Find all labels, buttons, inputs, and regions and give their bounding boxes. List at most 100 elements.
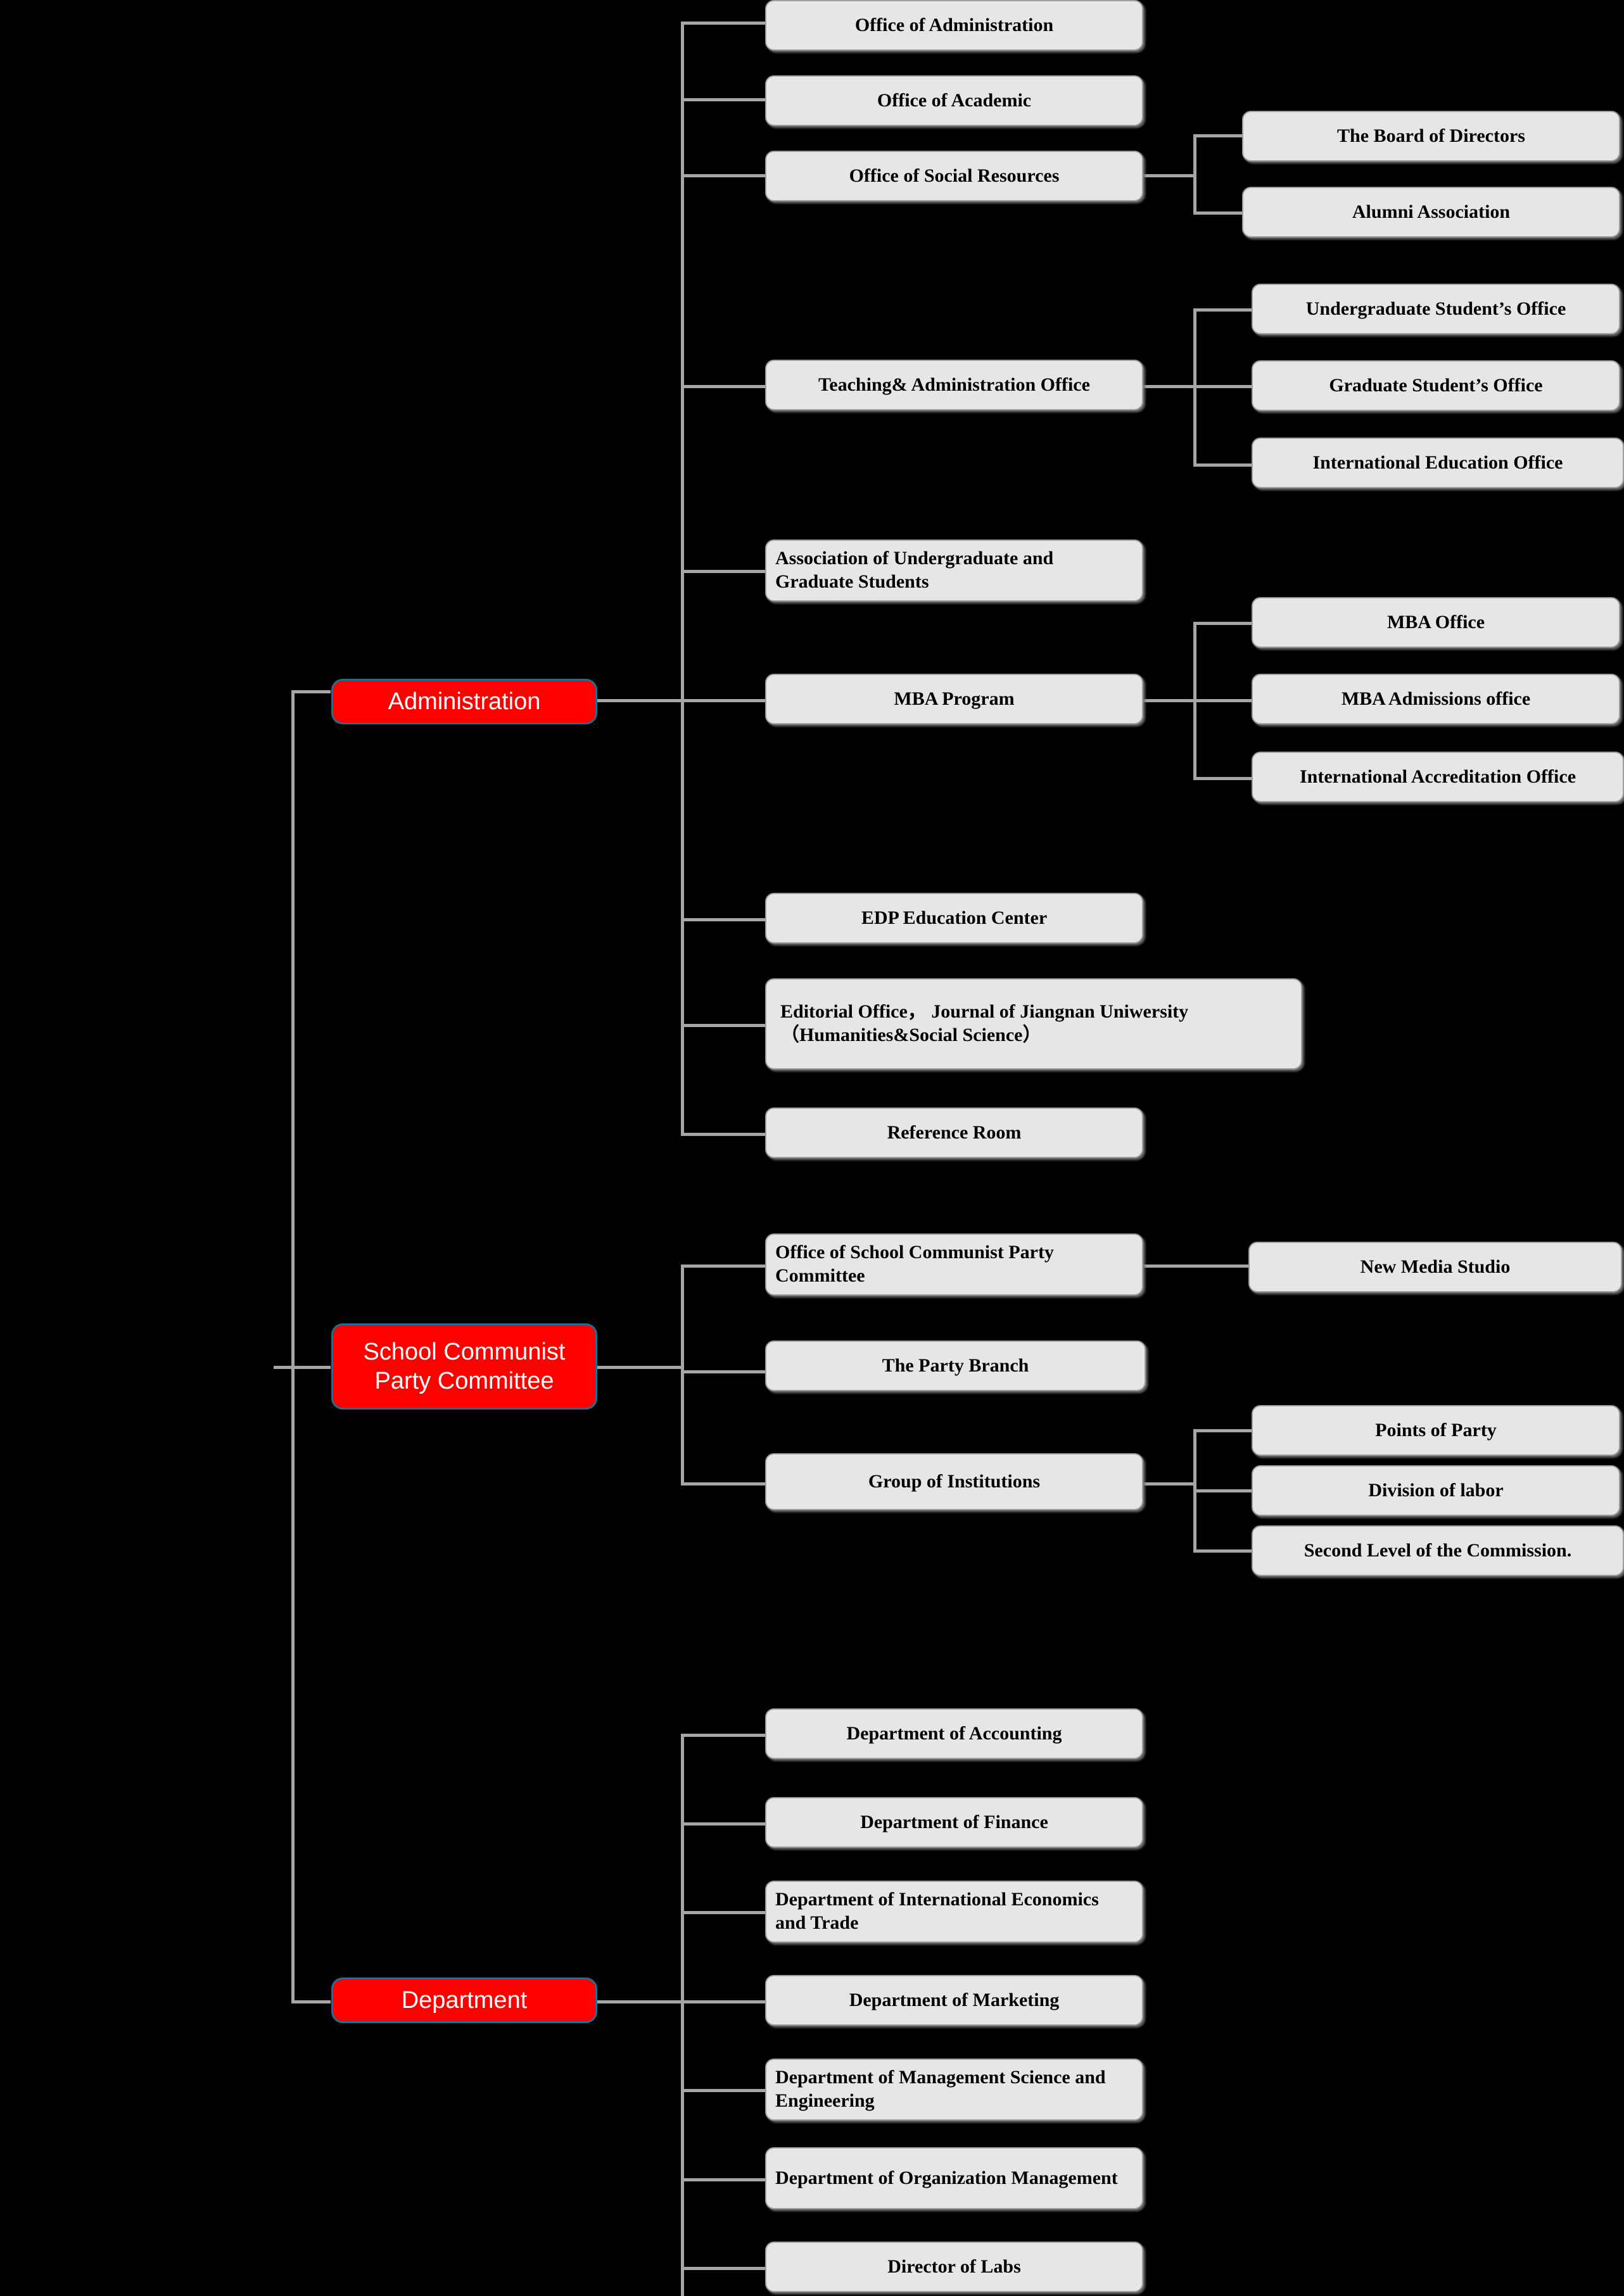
node-label: Office of Academic [877, 89, 1032, 111]
node-points-of-party[interactable]: Points of Party [1252, 1405, 1620, 1456]
node-label: International Accreditation Office [1299, 766, 1576, 787]
connector-group-out [1142, 1482, 1196, 1485]
node-teaching-administration-office[interactable]: Teaching& Administration Office [765, 360, 1143, 410]
node-department-of-management-science-and-engineering[interactable]: Department of Management Science and Eng… [765, 2059, 1143, 2121]
node-label: Editorial Office， Journal of Jiangnan Un… [780, 1001, 1189, 1045]
node-department-of-finance[interactable]: Department of Finance [765, 1797, 1143, 1848]
connector-admin-child-6 [681, 699, 766, 702]
connector-mba-child-3 [1193, 777, 1253, 780]
connector-party-office-to-studio [1142, 1265, 1250, 1268]
node-label: Department of Marketing [849, 1989, 1060, 2010]
connector-admin-child-4 [681, 385, 766, 388]
node-label: Department of Management Science and Eng… [775, 2067, 1106, 2111]
connector-root-to-department [291, 2000, 331, 2003]
node-edp-education-center[interactable]: EDP Education Center [765, 893, 1143, 943]
connector-group-child-1 [1193, 1429, 1253, 1432]
node-office-of-social-resources[interactable]: Office of Social Resources [765, 151, 1143, 201]
node-the-board-of-directors[interactable]: The Board of Directors [1242, 111, 1620, 161]
node-international-education-office[interactable]: International Education Office [1252, 438, 1624, 488]
connector-social-resources-spine [1193, 134, 1196, 215]
node-department-of-international-economics-and-trade[interactable]: Department of International Economics an… [765, 1881, 1143, 1943]
node-label: Office of Social Resources [849, 165, 1060, 186]
node-editorial-office-journal[interactable]: Editorial Office， Journal of Jiangnan Un… [765, 978, 1302, 1069]
connector-admin-child-3 [681, 174, 766, 177]
root-node-department-label: Department [401, 1986, 528, 2014]
root-node-administration[interactable]: Administration [331, 679, 597, 724]
node-reference-room[interactable]: Reference Room [765, 1107, 1143, 1158]
root-node-administration-label: Administration [388, 688, 541, 715]
connector-mba-child-2 [1193, 699, 1253, 702]
node-director-of-labs[interactable]: Director of Labs [765, 2242, 1143, 2292]
node-association-of-undergraduate-and-graduate-students[interactable]: Association of Undergraduate and Graduat… [765, 539, 1143, 602]
connector-admin-child-7 [681, 918, 766, 921]
node-label: New Media Studio [1360, 1256, 1511, 1277]
connector-dept-child-6 [681, 2178, 766, 2181]
node-office-of-school-communist-party-committee[interactable]: Office of School Communist Party Committ… [765, 1233, 1143, 1296]
connector-admin-child-9 [681, 1133, 766, 1136]
connector-dept-child-1 [681, 1734, 766, 1737]
node-label: The Board of Directors [1337, 125, 1525, 146]
connector-root-stub [274, 1366, 294, 1369]
node-label: MBA Admissions office [1341, 688, 1531, 709]
node-undergraduate-students-office[interactable]: Undergraduate Student’s Office [1252, 284, 1620, 334]
node-label: Office of Administration [854, 14, 1054, 35]
node-second-level-of-the-commission[interactable]: Second Level of the Commission. [1252, 1525, 1624, 1576]
connector-department-spine [681, 1734, 684, 2296]
node-new-media-studio[interactable]: New Media Studio [1248, 1242, 1622, 1292]
node-office-of-administration[interactable]: Office of Administration [765, 0, 1143, 51]
node-label: Undergraduate Student’s Office [1305, 298, 1566, 319]
root-node-department[interactable]: Department [331, 1977, 597, 2023]
connector-party-out [596, 1366, 684, 1369]
node-label: Office of School Communist Party Committ… [775, 1242, 1054, 1286]
connector-teaching-child-3 [1193, 464, 1253, 467]
connector-social-resources-out [1142, 174, 1196, 177]
node-the-party-branch[interactable]: The Party Branch [765, 1340, 1146, 1391]
connector-party-child-1 [681, 1265, 766, 1268]
connector-mba-out [1142, 699, 1196, 702]
node-division-of-labor[interactable]: Division of labor [1252, 1465, 1620, 1516]
node-alumni-association[interactable]: Alumni Association [1242, 187, 1620, 237]
node-label: Teaching& Administration Office [818, 374, 1090, 395]
node-label: The Party Branch [882, 1354, 1029, 1376]
connector-dept-child-4 [681, 2000, 766, 2003]
node-label: Department of Accounting [846, 1722, 1062, 1744]
node-label: Points of Party [1375, 1419, 1497, 1441]
node-label: International Education Office [1312, 451, 1563, 473]
connector-teaching-child-1 [1193, 308, 1253, 312]
node-label: Association of Undergraduate and Graduat… [775, 548, 1054, 592]
connector-admin-child-2 [681, 98, 766, 101]
node-department-of-organization-management[interactable]: Department of Organization Management [765, 2147, 1143, 2209]
node-department-of-marketing[interactable]: Department of Marketing [765, 1975, 1143, 2026]
node-department-of-accounting[interactable]: Department of Accounting [765, 1708, 1143, 1759]
connector-teaching-out [1142, 385, 1196, 388]
node-mba-admissions-office[interactable]: MBA Admissions office [1252, 674, 1620, 724]
node-graduate-students-office[interactable]: Graduate Student’s Office [1252, 360, 1620, 411]
connector-party-spine [681, 1265, 684, 1482]
connector-social-resources-child-2 [1193, 211, 1244, 215]
connector-dept-child-5 [681, 2089, 766, 2092]
connector-root-spine [291, 690, 295, 2003]
node-label: Department of Finance [860, 1811, 1048, 1832]
node-office-of-academic[interactable]: Office of Academic [765, 75, 1143, 126]
connector-party-child-2 [681, 1370, 766, 1373]
connector-mba-child-1 [1193, 622, 1253, 625]
node-label: Director of Labs [887, 2255, 1021, 2277]
connector-teaching-child-2 [1193, 385, 1253, 388]
node-label: Department of International Economics an… [775, 1889, 1099, 1933]
node-label: MBA Office [1386, 611, 1485, 633]
connector-dept-child-2 [681, 1822, 766, 1826]
node-label: Alumni Association [1352, 201, 1511, 222]
connector-administration-out [596, 699, 684, 702]
node-label: Department of Organization Management [775, 2167, 1118, 2188]
connector-administration-spine [681, 22, 684, 1136]
node-label: Group of Institutions [868, 1470, 1041, 1492]
node-mba-office[interactable]: MBA Office [1252, 597, 1620, 648]
connector-department-out [596, 2000, 684, 2003]
root-node-party-committee[interactable]: School Communist Party Committee [331, 1323, 597, 1410]
node-international-accreditation-office[interactable]: International Accreditation Office [1252, 752, 1624, 802]
node-mba-program[interactable]: MBA Program [765, 674, 1143, 724]
node-label: MBA Program [894, 688, 1015, 709]
node-group-of-institutions[interactable]: Group of Institutions [765, 1453, 1143, 1510]
connector-admin-child-8 [681, 1024, 766, 1027]
connector-party-child-3 [681, 1482, 766, 1485]
